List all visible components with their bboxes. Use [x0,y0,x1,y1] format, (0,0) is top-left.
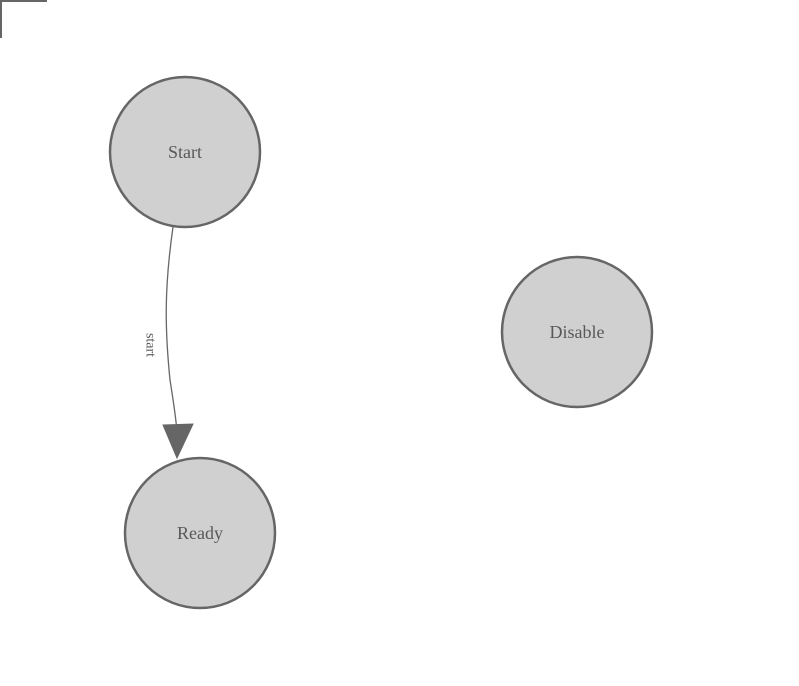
arrowhead-icon [162,423,194,460]
node-shape [108,75,262,229]
node-disable[interactable]: Disable [500,255,654,409]
node-ready[interactable]: Ready [123,456,277,610]
node-shape [500,255,654,409]
canvas-corner-bracket-icon [0,0,47,38]
edge-start-to-ready[interactable]: start [143,226,194,460]
edge-line [165,226,178,433]
node-label: Start [168,142,202,162]
node-label: Disable [550,322,605,342]
node-shape [123,456,277,610]
edge-label: start [143,333,158,357]
node-start[interactable]: Start [108,75,262,229]
node-label: Ready [177,523,223,543]
